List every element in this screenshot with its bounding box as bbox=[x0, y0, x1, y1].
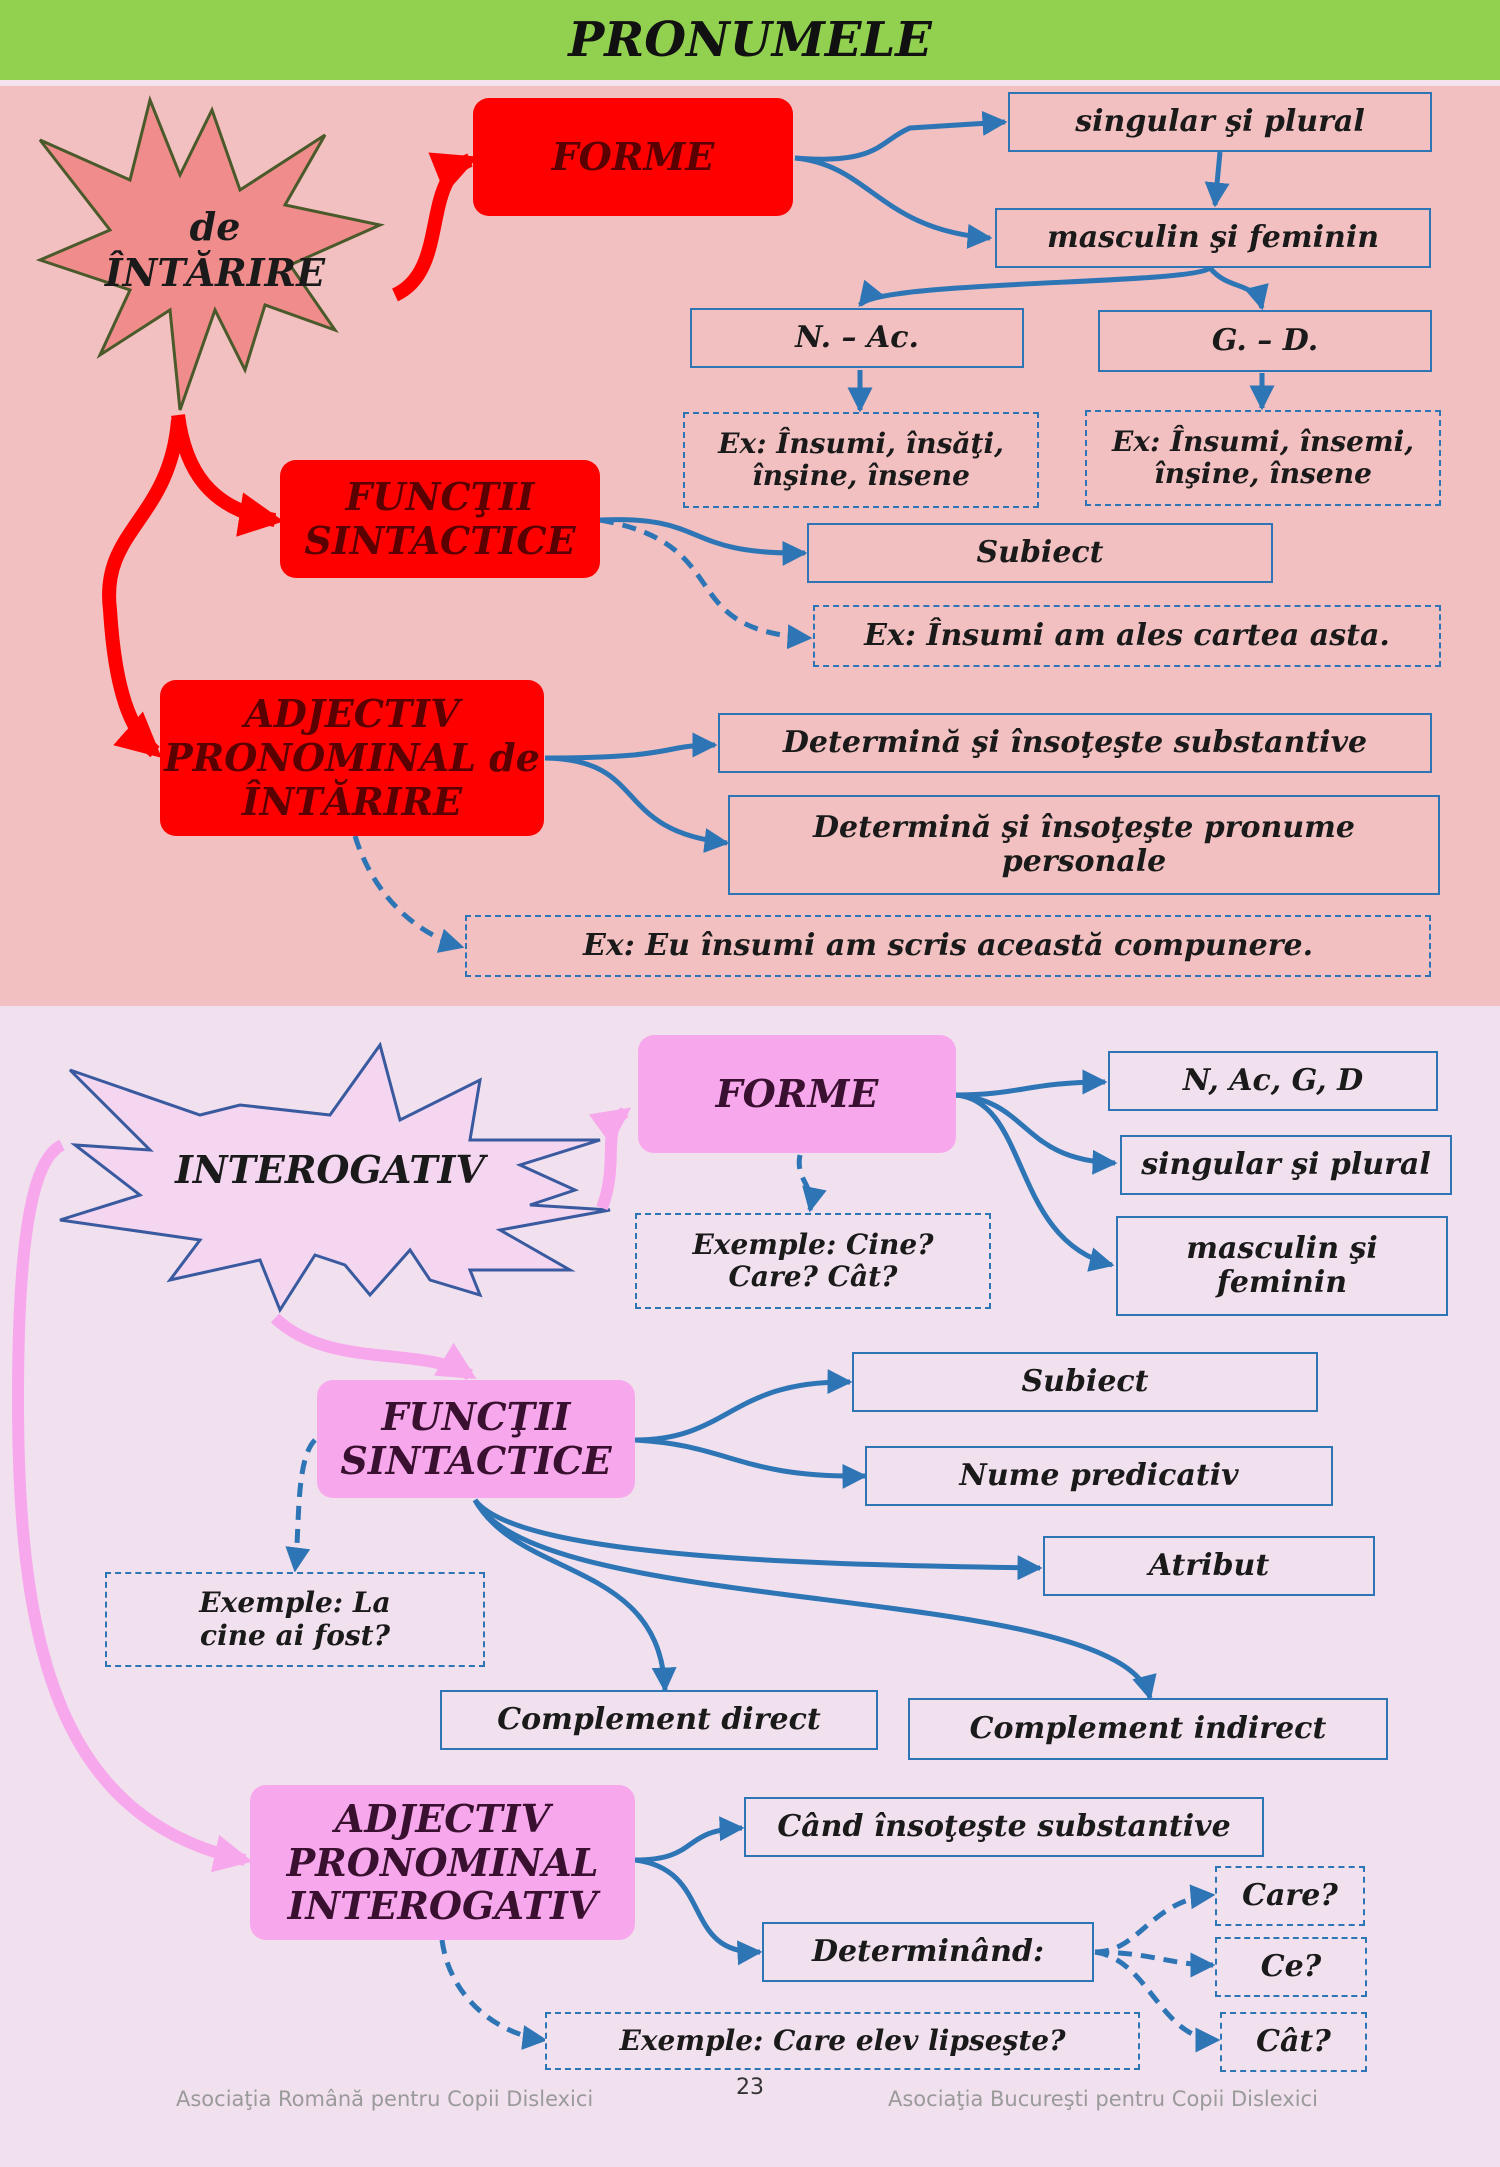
star-interogativ-label: INTEROGATIV bbox=[175, 1147, 485, 1193]
gd-box: G. – D. bbox=[1098, 310, 1432, 372]
adjectiv-intarire-node: ADJECTIV PRONOMINAL de ÎNTĂRIRE bbox=[160, 680, 544, 836]
arrow-to-functii bbox=[171, 414, 284, 537]
arrow-to-forme-2 bbox=[588, 1107, 632, 1211]
forme-example-box-2: Exemple: Cine? Care? Cât? bbox=[635, 1213, 991, 1309]
page-title: PRONUMELE bbox=[568, 12, 932, 68]
adj-substantive-box: Determină şi însoţeşte substantive bbox=[718, 713, 1432, 773]
subiect-box: Subiect bbox=[807, 523, 1273, 583]
ce-box: Ce? bbox=[1215, 1937, 1367, 1997]
subiect-box-2: Subiect bbox=[852, 1352, 1318, 1412]
complement-indirect-box: Complement indirect bbox=[908, 1698, 1388, 1760]
star-intarire-label: de ÎNTĂRIRE bbox=[104, 204, 326, 295]
arrow-to-functii-2 bbox=[270, 1313, 477, 1381]
functii-node-2: FUNCŢII SINTACTICE bbox=[317, 1380, 635, 1498]
nac-box: N. – Ac. bbox=[690, 308, 1024, 368]
functii-example-box-2: Exemple: La cine ai fost? bbox=[105, 1572, 485, 1667]
arrow-to-adjectiv bbox=[102, 419, 185, 758]
footer-left: Asociaţia Română pentru Copii Dislexici bbox=[176, 2087, 594, 2111]
cat-box: Cât? bbox=[1220, 2012, 1367, 2072]
nume-predicativ-box: Nume predicativ bbox=[865, 1446, 1333, 1506]
atribut-box: Atribut bbox=[1043, 1536, 1375, 1596]
adj-pronume-box: Determină şi însoţeşte pronume personale bbox=[728, 795, 1440, 895]
nac-example-box: Ex: Însumi, însăţi, înşine, însene bbox=[683, 412, 1039, 508]
header-bar bbox=[0, 0, 1500, 80]
determinand-box: Determinând: bbox=[762, 1922, 1094, 1982]
forme-node-2: FORME bbox=[638, 1035, 956, 1153]
masculin-feminin-box: masculin şi feminin bbox=[995, 208, 1431, 268]
star-intarire-shape bbox=[35, 95, 385, 411]
singular-plural-box: singular şi plural bbox=[1008, 92, 1432, 152]
functii-example-box: Ex: Însumi am ales cartea asta. bbox=[813, 605, 1441, 667]
arrow-to-adjectiv-2 bbox=[11, 1139, 253, 1873]
page-number: 23 bbox=[736, 2075, 764, 2100]
care-box: Care? bbox=[1215, 1866, 1365, 1926]
singular-plural-box-2: singular şi plural bbox=[1120, 1135, 1452, 1195]
adj-substantive-box-2: Când însoţeşte substantive bbox=[744, 1797, 1264, 1857]
adj-example-box-2: Exemple: Care elev lipseşte? bbox=[545, 2012, 1140, 2070]
footer-right: Asociaţia Bucureşti pentru Copii Dislexi… bbox=[888, 2087, 1318, 2111]
adjectiv-interogativ-node: ADJECTIV PRONOMINAL INTEROGATIV bbox=[250, 1785, 635, 1940]
adj-example-box: Ex: Eu însumi am scris această compunere… bbox=[465, 915, 1431, 977]
arrow-to-forme bbox=[391, 152, 479, 302]
masculin-feminin-box-2: masculin şi feminin bbox=[1116, 1216, 1448, 1316]
gd-example-box: Ex: Însumi, însemi, înşine, însene bbox=[1085, 410, 1441, 506]
star-interogativ-shape bbox=[59, 1041, 611, 1314]
cazuri-box: N, Ac, G, D bbox=[1108, 1051, 1438, 1111]
functii-node: FUNCŢII SINTACTICE bbox=[280, 460, 600, 578]
complement-direct-box: Complement direct bbox=[440, 1690, 878, 1750]
forme-node: FORME bbox=[473, 98, 793, 216]
